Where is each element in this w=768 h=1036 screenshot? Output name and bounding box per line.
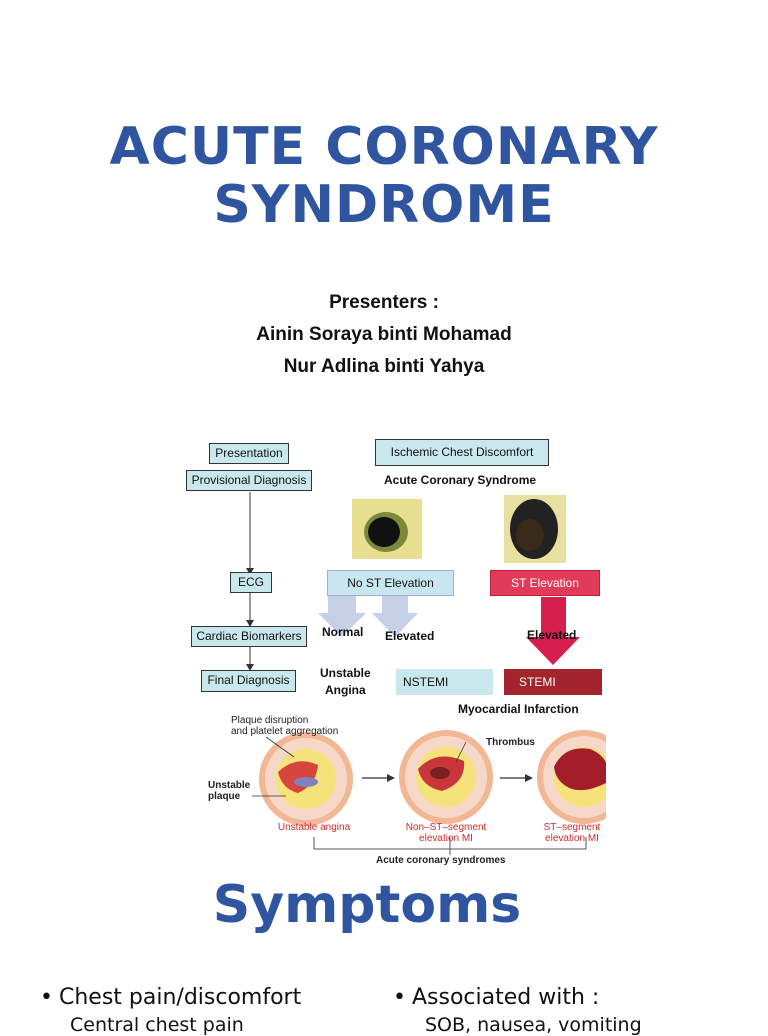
title-line-2: SYNDROME [213,175,555,235]
flow-arrowhead [246,620,254,627]
bullet-associated-with: •Associated with : [393,985,600,1010]
presenter-name: Ainin Soraya binti Mohamad [256,324,512,345]
acs-diagram: Presentation Provisional Diagnosis ECG C… [186,437,606,870]
label-stage-stemi: ST–segment elevation MI [543,822,601,844]
arrow-normal [318,595,366,637]
arrow-elevated-right [526,597,580,665]
label-stage-unstable-angina: Unstable angina [277,822,351,833]
box-no-st-elevation: No ST Elevation [327,570,454,596]
label-acute-coronary-syndromes: Acute coronary syndromes [376,855,506,866]
stage-circle-unstable [259,732,353,826]
box-provisional-diagnosis: Provisional Diagnosis [186,470,312,491]
presenters-heading: Presenters : [329,292,439,313]
presenter-name: Nur Adlina binti Yahya [283,356,485,377]
label-plaque-disruption: Plaque disruption and platelet aggregati… [231,715,339,737]
label-unstable-plaque: Unstable plaque [208,780,251,802]
flow-arrowhead [246,664,254,671]
sub-bullet-central-chest-pain: Central chest pain [70,1014,244,1036]
label-myocardial-infarction: Myocardial Infarction [458,702,579,716]
stage-circle-stemi [537,730,606,824]
label-elevated-right: Elevated [527,628,577,642]
title-line-1: ACUTE CORONARY [109,117,659,177]
symptoms-heading: Symptoms [212,875,522,935]
bullet-chest-pain: •Chest pain/discomfort [40,985,302,1010]
sub-bullet-sob: SOB, nausea, vomiting [425,1014,642,1036]
page-title: ACUTE CORONARY SYNDROME [0,118,768,234]
box-cardiac-biomarkers: Cardiac Biomarkers [191,626,307,647]
arrow-elevated-left [372,595,418,637]
label-normal: Normal [322,625,364,639]
label-unstable-angina: Unstable Angina [320,666,371,697]
label-acute-coronary-syndrome: Acute Coronary Syndrome [384,473,537,487]
box-stemi: STEMI [504,669,602,695]
bullet-dot: • [393,985,406,1010]
label-elevated-left: Elevated [385,629,435,643]
flow-arrowhead [246,568,254,575]
label-thrombus: Thrombus [486,737,535,748]
box-st-elevation: ST Elevation [490,570,600,596]
box-ecg: ECG [230,572,272,593]
box-final-diagnosis: Final Diagnosis [201,670,296,692]
box-presentation: Presentation [209,443,289,464]
label-stage-nstemi: Non–ST–segment elevation MI [405,822,487,844]
presenters-block: Presenters : Ainin Soraya binti Mohamad … [0,287,768,383]
box-ischemic-chest-discomfort: Ischemic Chest Discomfort [375,439,549,466]
bullet-dot: • [40,985,53,1010]
stage-circle-nstemi [399,730,493,824]
diagram-graphics [246,492,606,855]
box-nstemi: NSTEMI [396,669,493,695]
